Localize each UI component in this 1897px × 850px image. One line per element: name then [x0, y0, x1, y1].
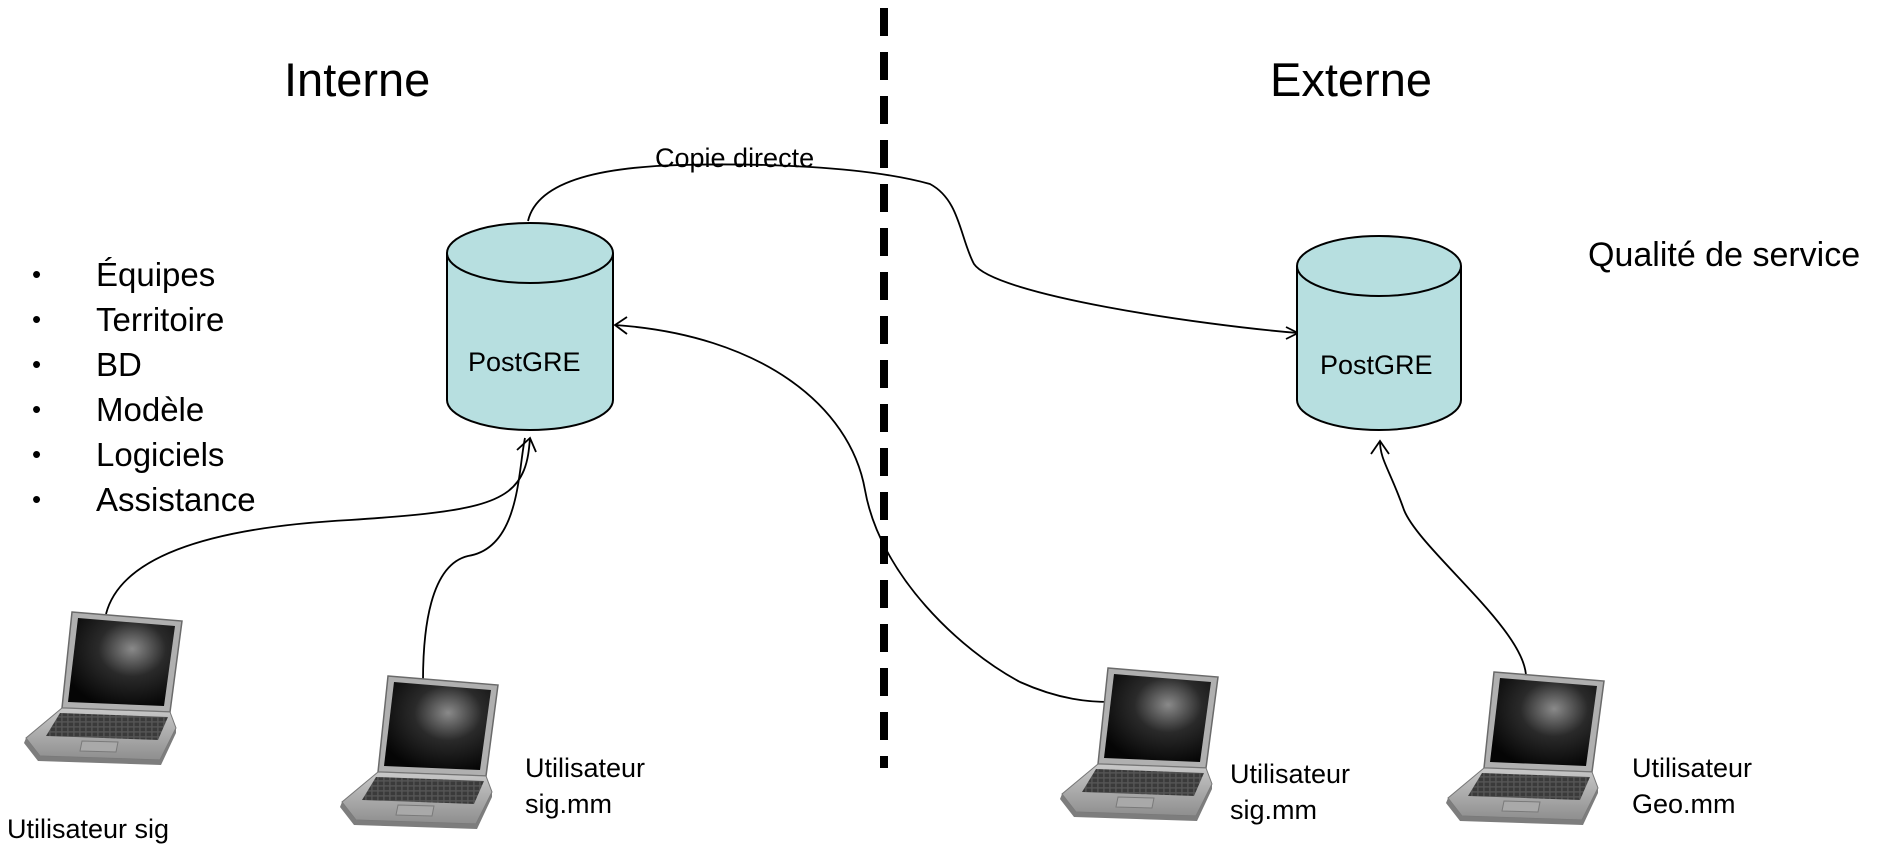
postgre-db-internal [446, 222, 614, 431]
copy-connector [527, 163, 1299, 334]
topic-list: •Équipes •Territoire •BD •Modèle •Logici… [28, 252, 256, 522]
arrowhead-internal-db-bottom [516, 436, 537, 453]
list-item: •Territoire [28, 297, 256, 342]
zone-label-internal: Interne [284, 53, 431, 106]
connections [105, 163, 1527, 703]
bullet-icon: • [32, 259, 42, 289]
laptop-icon-user-geomm [1445, 671, 1605, 826]
list-item: •BD [28, 342, 256, 387]
db-label-external: PostGRE [1320, 350, 1433, 380]
quality-label: Qualité de service [1588, 236, 1861, 274]
laptop-icon-user-sig [23, 611, 183, 766]
list-item: •Logiciels [28, 432, 256, 477]
bullet-icon: • [32, 349, 42, 379]
arrowhead-internal-db-side [613, 316, 628, 335]
user-label-geomm-line2: Geo.mm [1632, 789, 1736, 819]
user-sigmm-external-connector [614, 324, 1111, 703]
list-item: •Assistance [28, 477, 256, 522]
user-label-sigmm-internal-line1: Utilisateur [525, 753, 646, 783]
user-sigmm-internal-connector [422, 437, 526, 682]
user-sig-connector [105, 437, 531, 615]
user-label-sigmm-external-line1: Utilisateur [1230, 759, 1351, 789]
user-label-sig: Utilisateur sig [7, 814, 170, 844]
list-item: •Modèle [28, 387, 256, 432]
bullet-icon: • [32, 394, 42, 424]
zone-label-external: Externe [1270, 53, 1432, 106]
copy-label: Copie directe [655, 143, 815, 173]
list-item: •Équipes [28, 252, 256, 297]
user-label-sigmm-external-line2: sig.mm [1230, 795, 1317, 825]
laptop-icon-user-sigmm-external [1059, 667, 1219, 822]
laptop-icon-user-sigmm-internal [339, 675, 499, 830]
bullet-icon: • [32, 304, 42, 334]
user-geomm-connector [1379, 440, 1527, 678]
user-label-sigmm-internal-line2: sig.mm [525, 789, 612, 819]
bullet-icon: • [32, 484, 42, 514]
user-label-geomm-line1: Utilisateur [1632, 753, 1753, 783]
postgre-db-external [1296, 235, 1462, 431]
arrowhead-external-db-bottom [1370, 439, 1390, 455]
db-label-internal: PostGRE [468, 347, 581, 377]
bullet-icon: • [32, 439, 42, 469]
